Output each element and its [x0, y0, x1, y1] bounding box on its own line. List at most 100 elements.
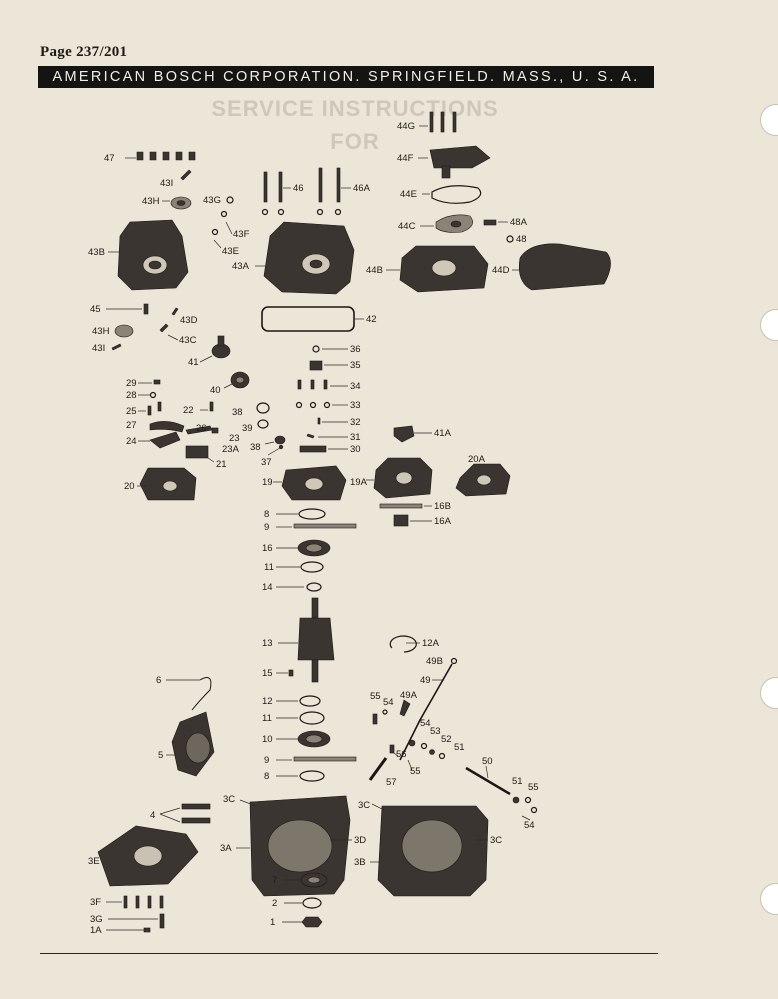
label-16: 16 [262, 543, 273, 554]
part-33-washers [295, 401, 348, 409]
part-3E-plate [97, 825, 199, 887]
part-43G-screw [211, 196, 234, 249]
part-28-washer [138, 391, 157, 399]
part-38-ring [256, 402, 270, 414]
company-header-band: AMERICAN BOSCH CORPORATION. SPRINGFIELD.… [38, 66, 654, 88]
label-43F: 43F [233, 229, 250, 240]
part-13-rotor [278, 597, 335, 683]
label-3C-far: 3C [490, 835, 502, 846]
label-48: 48 [516, 234, 527, 245]
label-41A: 41A [434, 428, 452, 439]
label-43I-lower: 43I [92, 343, 105, 354]
label-49: 49 [420, 675, 431, 686]
part-51-55-54-hardware [512, 796, 538, 821]
label-54-right: 54 [524, 820, 535, 831]
label-55: 55 [370, 691, 381, 702]
label-56: 56 [396, 749, 407, 760]
part-49B-end [450, 657, 458, 665]
label-44D: 44D [492, 265, 510, 276]
part-48-washer [506, 235, 514, 243]
label-43E: 43E [222, 246, 239, 257]
label-3F: 3F [90, 897, 101, 908]
part-1-nut [282, 916, 323, 928]
part-43A-housing [255, 221, 355, 295]
label-43B: 43B [88, 247, 105, 258]
label-29: 29 [126, 378, 137, 389]
part-43I-screw [180, 169, 192, 181]
label-3D: 3D [354, 835, 366, 846]
part-15-pin [276, 669, 294, 677]
label-12: 12 [262, 696, 273, 707]
part-16-bearing [276, 539, 331, 557]
label-23A: 23A [222, 444, 240, 455]
label-6: 6 [156, 675, 161, 686]
part-3A-housing [236, 795, 351, 897]
part-3B-housing [370, 803, 489, 897]
label-44C: 44C [398, 221, 416, 232]
label-20A: 20A [468, 454, 486, 465]
label-43C: 43C [179, 335, 197, 346]
label-43I: 43I [160, 178, 173, 189]
label-11: 11 [264, 562, 274, 573]
label-27: 27 [126, 420, 137, 431]
label-31: 31 [350, 432, 361, 443]
part-56-pin [389, 744, 399, 757]
label-3E: 3E [88, 856, 100, 867]
label-3B: 3B [354, 857, 366, 868]
label-2: 2 [272, 898, 277, 909]
part-41-gear [199, 335, 231, 363]
label-36: 36 [350, 344, 361, 355]
part-5-coil [166, 711, 215, 777]
part-6-lead [166, 677, 212, 711]
label-35: 35 [350, 360, 361, 371]
part-24-lever [138, 431, 181, 449]
part-43H-cap [162, 196, 192, 210]
label-44B: 44B [366, 265, 383, 276]
label-14: 14 [262, 582, 273, 593]
label-10: 10 [262, 734, 273, 745]
part-39-washer [257, 419, 269, 429]
part-57-rod [368, 757, 388, 781]
part-45-pin [106, 303, 149, 315]
label-41: 41 [188, 357, 199, 368]
label-1A: 1A [90, 925, 102, 936]
part-44E-gasket [422, 185, 482, 204]
label-51: 51 [454, 742, 465, 753]
part-30-bar [299, 445, 348, 453]
part-31-spring [306, 433, 348, 439]
label-40: 40 [210, 385, 221, 396]
part-9-shim [276, 523, 357, 529]
label-39: 39 [242, 423, 253, 434]
label-45: 45 [90, 304, 101, 315]
footer-rule [40, 953, 658, 954]
part-48A-screw [483, 219, 508, 226]
label-3G: 3G [90, 914, 103, 925]
label-47: 47 [104, 153, 115, 164]
label-24: 24 [126, 436, 137, 447]
label-25: 25 [126, 406, 137, 417]
label-57: 57 [386, 777, 397, 788]
part-46-studs [261, 171, 291, 216]
part-50-rod [465, 765, 511, 796]
label-42: 42 [366, 314, 377, 325]
label-7: 7 [272, 875, 277, 886]
part-36-ring [312, 345, 348, 353]
label-21: 21 [216, 459, 227, 470]
bleed-through-subtitle: FOR [330, 129, 380, 154]
label-54: 54 [383, 697, 394, 708]
label-19: 19 [262, 477, 273, 488]
part-38-ring-lower [264, 435, 286, 445]
part-2-washer [284, 897, 322, 909]
part-14-ring [276, 582, 322, 592]
part-20-base [137, 467, 197, 501]
part-42-gasket [261, 306, 364, 332]
label-11-lower: 11 [262, 713, 272, 724]
label-46: 46 [293, 183, 304, 194]
part-32-pin [317, 417, 348, 425]
label-15: 15 [262, 668, 273, 679]
part-3F-screws [106, 895, 164, 909]
label-9-lower: 9 [264, 755, 269, 766]
part-16A-bearing [393, 514, 432, 527]
label-3C-right: 3C [358, 800, 370, 811]
